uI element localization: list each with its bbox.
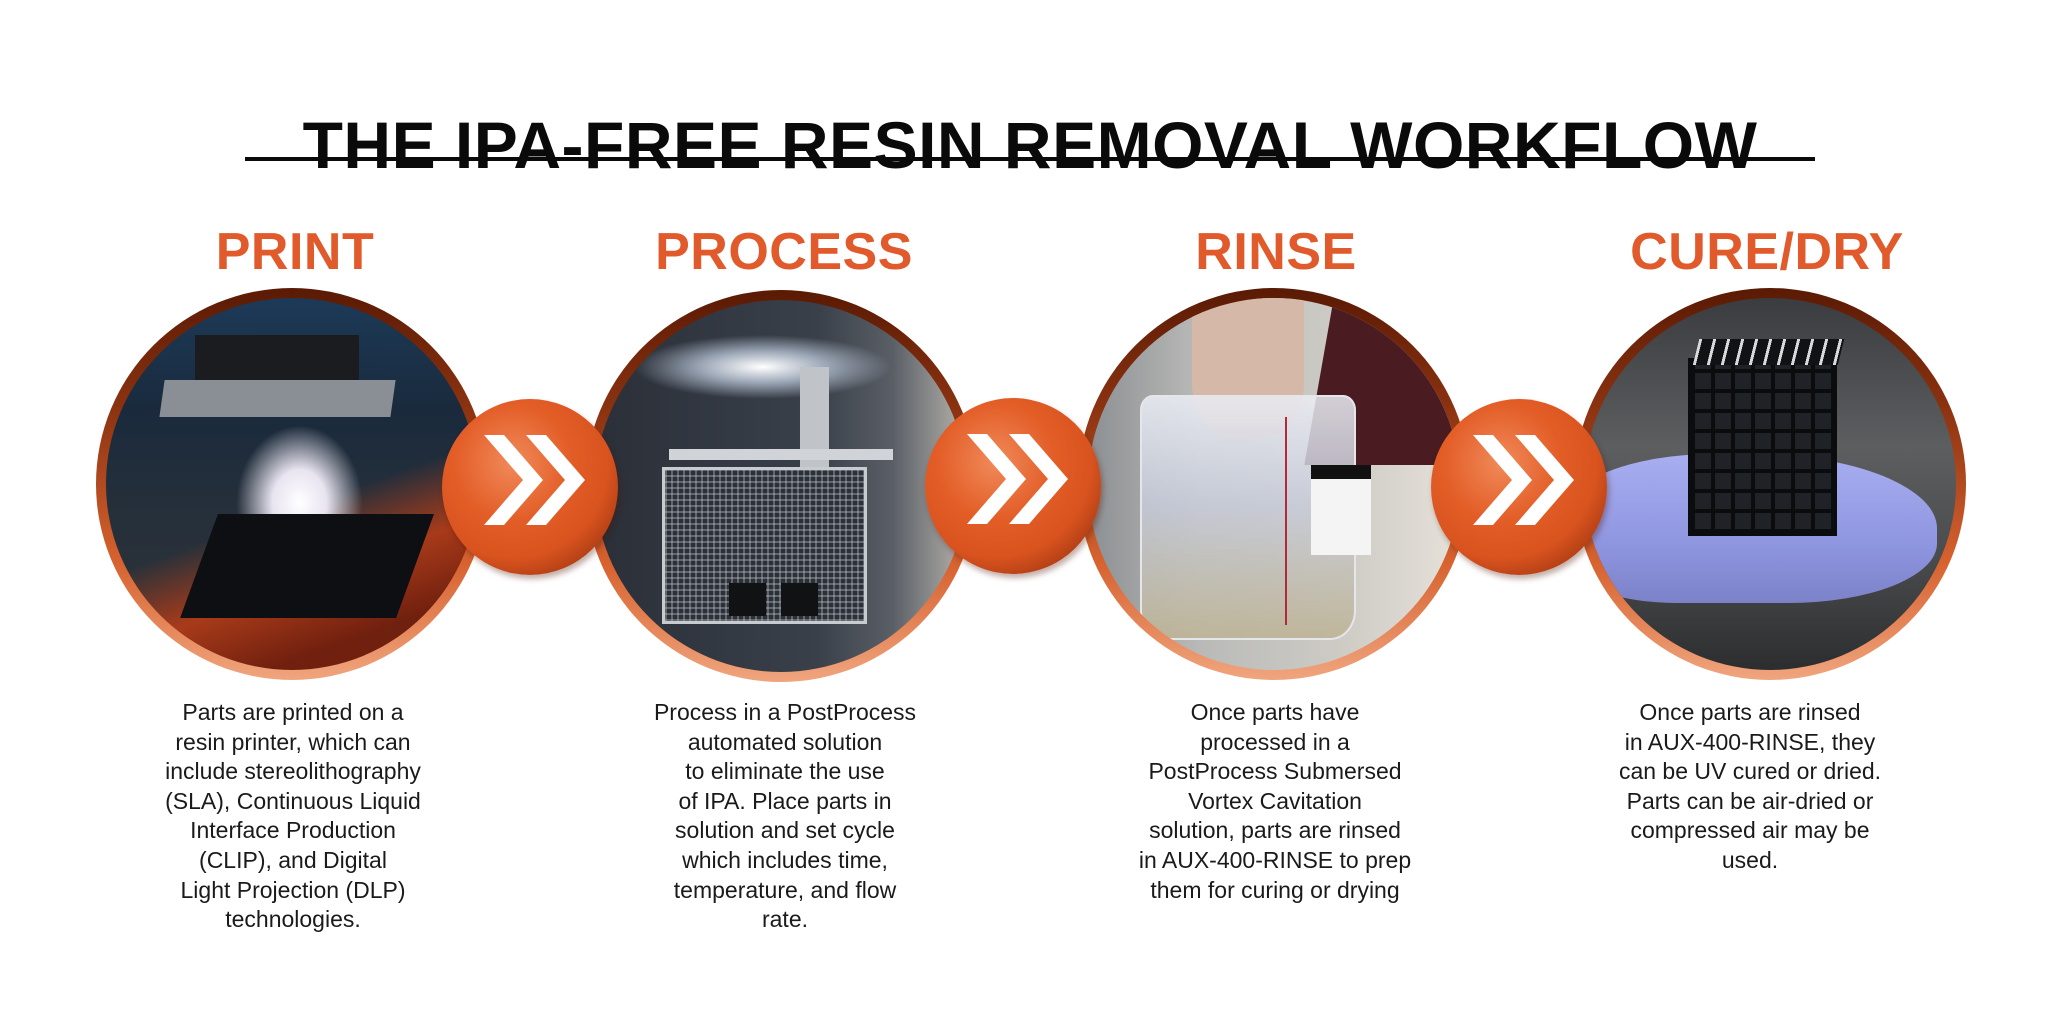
description-line: in AUX-400-RINSE to prep [1138, 846, 1412, 873]
description-line: resin printer, which can [175, 728, 411, 755]
page-title: THE IPA-FREE RESIN REMOVAL WORKFLOW [302, 108, 1758, 183]
description-line: include stereolithography [165, 758, 421, 785]
description-line: (SLA), Continuous Liquid [165, 787, 421, 814]
description-line: Once parts are rinsed [1639, 699, 1861, 725]
step-photo-rinse [1078, 288, 1470, 680]
description-line: Process in a PostProcess [653, 699, 917, 725]
connector-arrow-2 [925, 398, 1101, 574]
double-chevron-right-icon [967, 434, 1068, 524]
double-chevron-right-icon [484, 435, 585, 525]
step-description-print: Parts are printed on a resin printer, wh… [123, 698, 463, 935]
step-title-rinse: RINSE [1195, 223, 1357, 281]
description-line: can be UV cured or dried. [1618, 758, 1882, 785]
step-photo-process [585, 290, 977, 682]
description-line: Interface Production [190, 817, 396, 844]
step-title-process: PROCESS [655, 223, 913, 281]
description-line: automated solution [687, 728, 883, 755]
rinse-bucket-image [1088, 298, 1460, 670]
description-line: technologies. [225, 906, 361, 933]
description-line: used. [1721, 846, 1779, 873]
double-chevron-right-icon [1473, 435, 1574, 525]
step-photo-cure-dry [1574, 288, 1966, 680]
description-line: Parts can be air-dried or [1626, 787, 1874, 814]
description-line: solution and set cycle [675, 817, 895, 844]
description-line: Light Projection (DLP) [180, 876, 406, 903]
resin-printer-image [106, 298, 478, 670]
step-description-cure-dry: Once parts are rinsed in AUX-400-RINSE, … [1580, 698, 1920, 876]
description-line: compressed air may be [1630, 817, 1870, 844]
description-line: PostProcess Submersed [1148, 758, 1402, 785]
connector-arrow-3 [1431, 399, 1607, 575]
description-line: Vortex Cavitation [1188, 787, 1362, 814]
description-line: processed in a [1200, 728, 1350, 755]
description-line: rate. [761, 906, 809, 933]
description-line: which includes time, [682, 846, 888, 873]
step-title-cure-dry: CURE/DRY [1630, 223, 1904, 281]
description-line: of IPA. Place parts in [678, 787, 892, 814]
step-photo-print [96, 288, 488, 680]
description-line: to eliminate the use [685, 758, 885, 785]
lattice-cube-image [1584, 298, 1956, 670]
description-line: temperature, and flow [673, 876, 897, 903]
description-line: in AUX-400-RINSE, they [1624, 728, 1876, 755]
title-underline [245, 157, 1815, 161]
connector-arrow-1 [442, 399, 618, 575]
description-line: (CLIP), and Digital [199, 846, 387, 873]
postprocess-basket-image [595, 300, 967, 672]
description-line: Parts are printed on a [182, 699, 404, 725]
description-line: them for curing or drying [1150, 876, 1400, 903]
step-description-rinse: Once parts have processed in a PostProce… [1105, 698, 1445, 905]
step-title-print: PRINT [215, 223, 375, 281]
description-line: solution, parts are rinsed [1149, 817, 1401, 844]
step-description-process: Process in a PostProcess automated solut… [615, 698, 955, 935]
description-line: Once parts have [1190, 699, 1360, 725]
